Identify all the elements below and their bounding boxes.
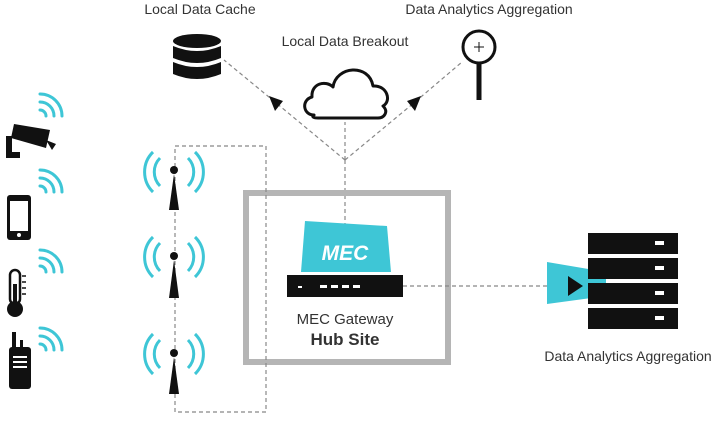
mec-badge: MEC: [301, 221, 391, 272]
arrow-to-server: [568, 276, 583, 296]
walkie-talkie-icon: [9, 326, 64, 389]
magnifier-icon: [461, 29, 497, 100]
antenna-tower-icon: [143, 150, 205, 394]
hub-site-box: [243, 190, 451, 365]
arrow-to-cache: [269, 96, 283, 111]
connector-lines: [223, 59, 463, 228]
antenna-3: [143, 332, 205, 394]
thermometer-icon: [7, 248, 64, 317]
data-analytics-right-label: Data Analytics Aggregation: [544, 348, 711, 364]
mec-gateway-device-icon: [287, 275, 403, 297]
mec-label: MEC: [322, 242, 370, 265]
cloud-icon: [303, 68, 389, 120]
server-rack-icon: [547, 233, 678, 329]
arrow-to-analytics: [407, 96, 421, 111]
local-data-breakout-label: Local Data Breakout: [282, 33, 409, 49]
database-icon: [173, 34, 221, 79]
hub-site-label: Hub Site: [311, 330, 380, 349]
antenna-enclosure: [174, 145, 267, 413]
antenna-2: [143, 235, 205, 298]
mec-gateway-label: MEC Gateway: [297, 311, 394, 328]
antenna-1: [143, 150, 205, 210]
smartphone-icon: [7, 168, 64, 240]
arrowheads: [269, 96, 421, 111]
data-analytics-top-label: Data Analytics Aggregation: [405, 1, 572, 17]
local-data-cache-label: Local Data Cache: [144, 1, 256, 17]
security-camera-icon: [6, 92, 64, 158]
